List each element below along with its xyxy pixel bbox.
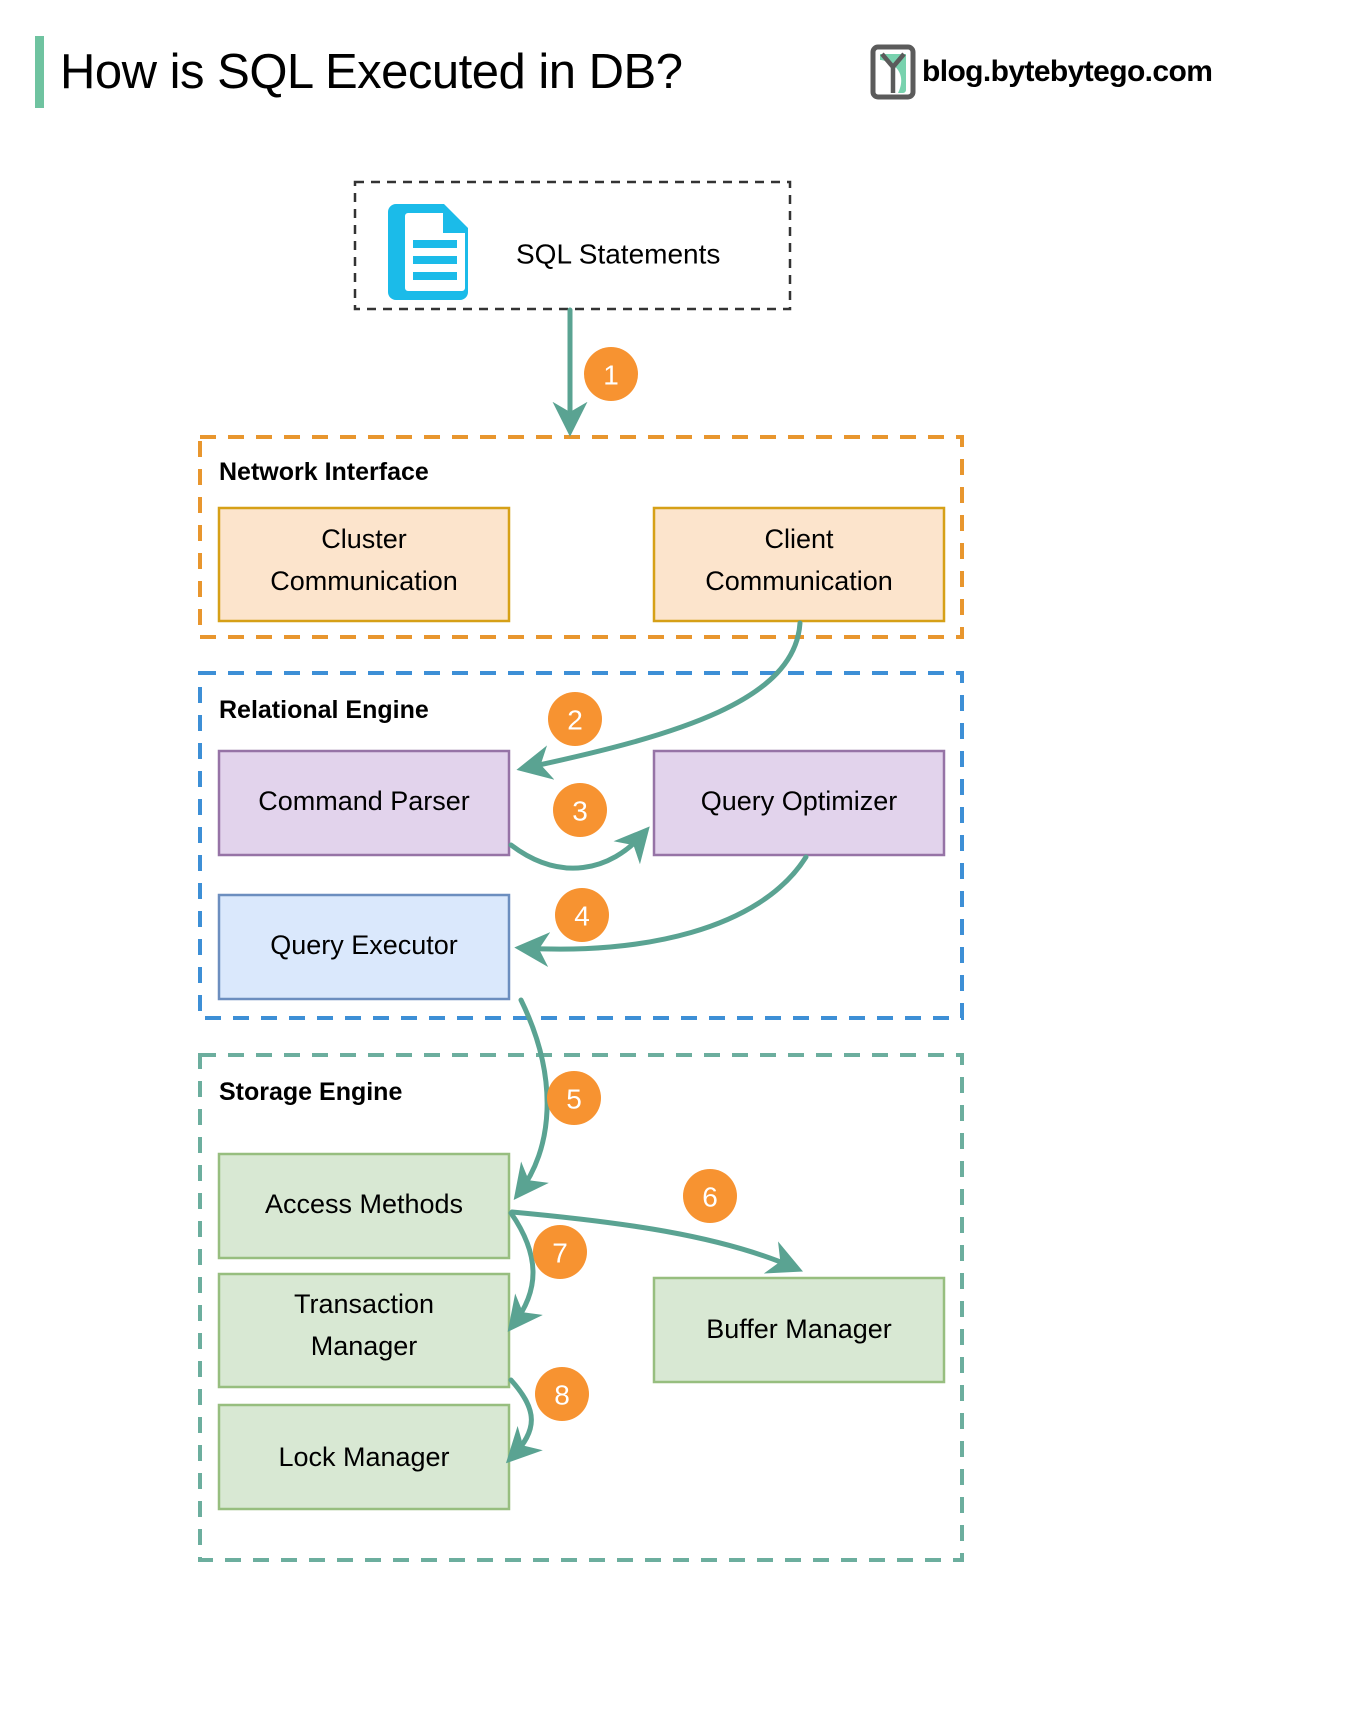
client-communication-label-line1: Client — [764, 524, 834, 554]
group-relational-engine: Relational Engine Command Parser Query O… — [198, 671, 964, 1020]
query-optimizer-label: Query Optimizer — [701, 786, 898, 816]
relational-engine-label: Relational Engine — [219, 696, 429, 724]
lock-manager-box[interactable] — [217, 1403, 511, 1511]
query-optimizer-box[interactable] — [652, 749, 946, 857]
sql-statements-label: SQL Statements — [516, 238, 720, 269]
group-storage-engine: Storage Engine Access Methods Transactio… — [198, 1053, 964, 1562]
document-lines-icon — [388, 204, 468, 300]
step-badge-6: 6 — [683, 1169, 737, 1223]
cluster-communication-label-line1: Cluster — [321, 524, 407, 554]
storage-engine-border — [198, 1053, 964, 1562]
arrow-4 — [514, 854, 809, 968]
node-command-parser[interactable]: Command Parser — [217, 749, 511, 857]
step-badge-5-label: 5 — [566, 1084, 582, 1115]
step-badge-3: 3 — [553, 783, 607, 837]
network-interface-label: Network Interface — [219, 458, 429, 486]
storage-engine-label: Storage Engine — [219, 1078, 402, 1106]
node-query-optimizer[interactable]: Query Optimizer — [652, 749, 946, 857]
brand-block: blog.bytebytego.com — [870, 42, 1213, 102]
group-network-interface: Network Interface Cluster Communication … — [198, 435, 964, 639]
arrow-5 — [513, 997, 550, 1200]
step-badge-7-label: 7 — [552, 1238, 568, 1269]
arrow-3 — [508, 826, 650, 871]
step-badges: 1 2 3 4 5 6 7 8 — [533, 347, 737, 1421]
node-query-executor[interactable]: Query Executor — [217, 893, 511, 1001]
step-badge-4-label: 4 — [574, 901, 590, 932]
node-cluster-communication[interactable]: Cluster Communication — [217, 506, 511, 623]
transaction-manager-label-line1: Transaction — [294, 1289, 434, 1319]
sql-statements-node: SQL Statements — [353, 180, 792, 311]
node-buffer-manager[interactable]: Buffer Manager — [652, 1276, 946, 1384]
cluster-communication-box[interactable] — [217, 506, 511, 623]
step-badge-5: 5 — [547, 1071, 601, 1125]
buffer-manager-box[interactable] — [652, 1276, 946, 1384]
query-executor-box[interactable] — [217, 893, 511, 1001]
access-methods-box[interactable] — [217, 1152, 511, 1260]
node-client-communication[interactable]: Client Communication — [652, 506, 946, 623]
step-badge-8: 8 — [535, 1367, 589, 1421]
step-badge-4: 4 — [555, 888, 609, 942]
cluster-communication-label-line2: Communication — [270, 566, 458, 596]
title-accent-bar — [35, 36, 44, 108]
node-access-methods[interactable]: Access Methods — [217, 1152, 511, 1260]
step-badge-1: 1 — [584, 347, 638, 401]
command-parser-box[interactable] — [217, 749, 511, 857]
node-transaction-manager[interactable]: Transaction Manager — [217, 1272, 511, 1389]
network-interface-border — [198, 435, 964, 639]
arrow-2 — [516, 620, 803, 780]
step-badge-3-label: 3 — [572, 796, 588, 827]
brand-url: blog.bytebytego.com — [922, 55, 1213, 88]
client-communication-label-line2: Communication — [705, 566, 893, 596]
lock-manager-label: Lock Manager — [278, 1442, 449, 1472]
flow-arrows — [505, 307, 809, 1464]
access-methods-label: Access Methods — [265, 1189, 463, 1219]
step-badge-2-label: 2 — [567, 705, 583, 736]
step-badge-2: 2 — [548, 692, 602, 746]
buffer-manager-label: Buffer Manager — [706, 1314, 892, 1344]
node-lock-manager[interactable]: Lock Manager — [217, 1403, 511, 1511]
step-badge-6-label: 6 — [702, 1182, 718, 1213]
command-parser-label: Command Parser — [258, 786, 470, 816]
step-badge-7: 7 — [533, 1225, 587, 1279]
bytebytego-logo-icon — [870, 44, 916, 100]
page-title: How is SQL Executed in DB? — [60, 45, 683, 99]
query-executor-label: Query Executor — [270, 930, 458, 960]
step-badge-1-label: 1 — [603, 360, 619, 391]
client-communication-box[interactable] — [652, 506, 946, 623]
transaction-manager-label-line2: Manager — [311, 1331, 418, 1361]
arrow-8 — [505, 1377, 543, 1464]
relational-engine-border — [198, 671, 964, 1020]
page-header: How is SQL Executed in DB? blog.bytebyte… — [0, 0, 1358, 130]
arrow-7 — [507, 1210, 543, 1332]
step-badge-8-label: 8 — [554, 1380, 570, 1411]
arrow-6 — [509, 1209, 804, 1274]
transaction-manager-box[interactable] — [217, 1272, 511, 1389]
